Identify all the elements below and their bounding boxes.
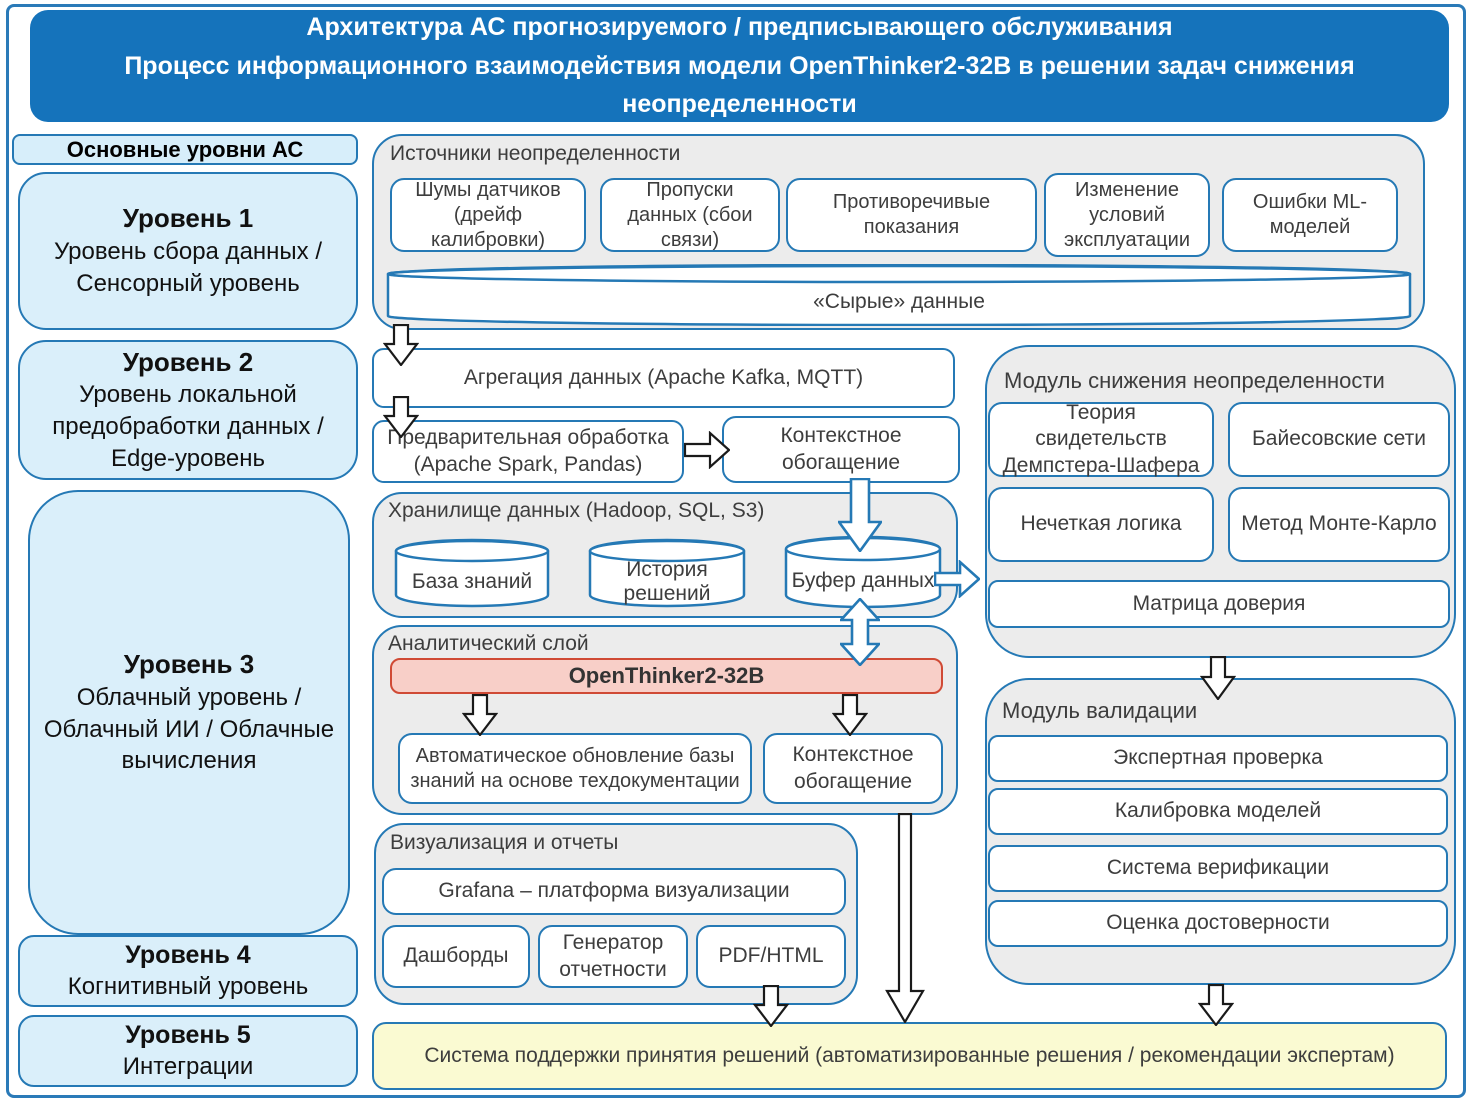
level-4-box: Уровень 4 Когнитивный уровень <box>18 935 358 1007</box>
reliability-assessment-box: Оценка достоверности <box>988 900 1448 947</box>
arrow-rawdata-to-aggregation <box>383 324 419 366</box>
source-ml-errors: Ошибки ML-моделей <box>1222 178 1398 252</box>
source-data-gaps: Пропуски данных (сбои связи) <box>600 178 780 252</box>
data-buffer-cylinder: Буфер данных <box>784 535 942 609</box>
level-2-name: Уровень 2 <box>122 346 254 377</box>
title-line-2: Процесс информационного взаимодействия м… <box>124 51 1355 119</box>
visualization-panel-title: Визуализация и отчеты <box>390 831 619 854</box>
monte-carlo-box: Метод Монте-Карло <box>1228 487 1450 562</box>
arrow-pdf-to-decision <box>753 985 789 1027</box>
arrow-model-to-context <box>832 694 868 736</box>
arrow-model-to-auto-update <box>462 694 498 736</box>
expert-review-box: Экспертная проверка <box>988 735 1448 782</box>
arrow-uncertainty-to-validation <box>1200 656 1236 700</box>
level-4-desc: Когнитивный уровень <box>67 973 309 1001</box>
decision-support-box: Система поддержки принятия решений (авто… <box>372 1022 1447 1090</box>
arrow-buffer-model-bidirectional <box>840 598 880 666</box>
level-3-box: Уровень 3 Облачный уровень / Облачный ИИ… <box>28 490 350 935</box>
dempster-shafer-box: Теория свидетельств Демпстера-Шафера <box>988 401 1214 477</box>
level-3-name: Уровень 3 <box>123 649 255 680</box>
level-5-box: Уровень 5 Интеграции <box>18 1015 358 1087</box>
aggregation-box: Агрегация данных (Apache Kafka, MQTT) <box>372 348 955 408</box>
level-5-desc: Интеграции <box>122 1053 254 1081</box>
pdf-html-box: PDF/HTML <box>696 925 846 988</box>
knowledge-base-cylinder: База знаний <box>394 538 550 608</box>
fuzzy-logic-box: Нечеткая логика <box>988 487 1214 562</box>
openthinker-model-box: OpenThinker2-32B <box>390 658 943 694</box>
analytics-panel-title: Аналитический слой <box>388 632 589 655</box>
source-contradictory-readings: Противоречивые показания <box>786 178 1037 252</box>
decision-history-cylinder: История решений <box>588 538 746 608</box>
raw-data-cylinder: «Сырые» данные <box>386 264 1412 326</box>
dashboards-box: Дашборды <box>382 925 530 988</box>
report-generator-box: Генератор отчетности <box>538 925 688 988</box>
title-line-1: Архитектура АС прогнозируемого / предпис… <box>306 12 1173 41</box>
arrow-preprocessing-to-context <box>684 431 730 469</box>
sidebar-title: Основные уровни АС <box>12 134 358 165</box>
level-1-desc: Уровень сбора данных / Сенсорный уровень <box>53 238 323 297</box>
level-1-name: Уровень 1 <box>122 203 254 234</box>
uncertainty-module-title: Модуль снижения неопределенности <box>1004 368 1385 393</box>
context-enrichment-box-1: Контекстное обогащение <box>722 416 960 483</box>
grafana-box: Grafana – платформа визуализации <box>382 868 846 915</box>
diagram-title: Архитектура АС прогнозируемого / предпис… <box>30 10 1449 122</box>
sources-panel-title: Источники неопределенности <box>390 142 681 165</box>
storage-panel-title: Хранилище данных (Hadoop, SQL, S3) <box>388 499 765 522</box>
model-calibration-box: Калибровка моделей <box>988 788 1448 835</box>
decision-history-label: История решений <box>623 558 711 606</box>
level-1-box: Уровень 1 Уровень сбора данных / Сенсорн… <box>18 172 358 330</box>
arrow-validation-to-decision <box>1198 984 1234 1026</box>
auto-update-box: Автоматическое обновление базы знаний на… <box>398 733 752 804</box>
arrow-analytics-to-decision-long <box>885 813 925 1023</box>
bayesian-networks-box: Байесовские сети <box>1228 402 1450 477</box>
trust-matrix-box: Матрица доверия <box>988 580 1450 628</box>
arrow-buffer-to-uncertainty-module <box>934 560 980 598</box>
context-enrichment-box-2: Контекстное обогащение <box>763 733 943 804</box>
level-5-name: Уровень 5 <box>125 1020 251 1049</box>
level-3-desc: Облачный уровень / Облачный ИИ / Облачны… <box>43 683 335 775</box>
verification-system-box: Система верификации <box>988 845 1448 892</box>
arrow-aggregation-to-preprocessing <box>383 396 419 438</box>
level-2-box: Уровень 2 Уровень локальной предобработк… <box>18 340 358 480</box>
arrow-context-to-buffer <box>838 478 882 552</box>
validation-module-title: Модуль валидации <box>1002 698 1198 723</box>
preprocessing-box: Предварительная обработка (Apache Spark,… <box>372 420 684 483</box>
level-2-desc: Уровень локальной предобработки данных /… <box>52 381 324 472</box>
source-sensor-noise: Шумы датчиков (дрейф калибровки) <box>390 178 586 252</box>
level-4-name: Уровень 4 <box>125 940 251 969</box>
knowledge-base-label: База знаний <box>411 570 533 593</box>
data-buffer-label: Буфер данных <box>791 569 935 592</box>
source-operating-conditions: Изменение условий эксплуатации <box>1044 173 1210 257</box>
raw-data-label: «Сырые» данные <box>813 290 985 313</box>
